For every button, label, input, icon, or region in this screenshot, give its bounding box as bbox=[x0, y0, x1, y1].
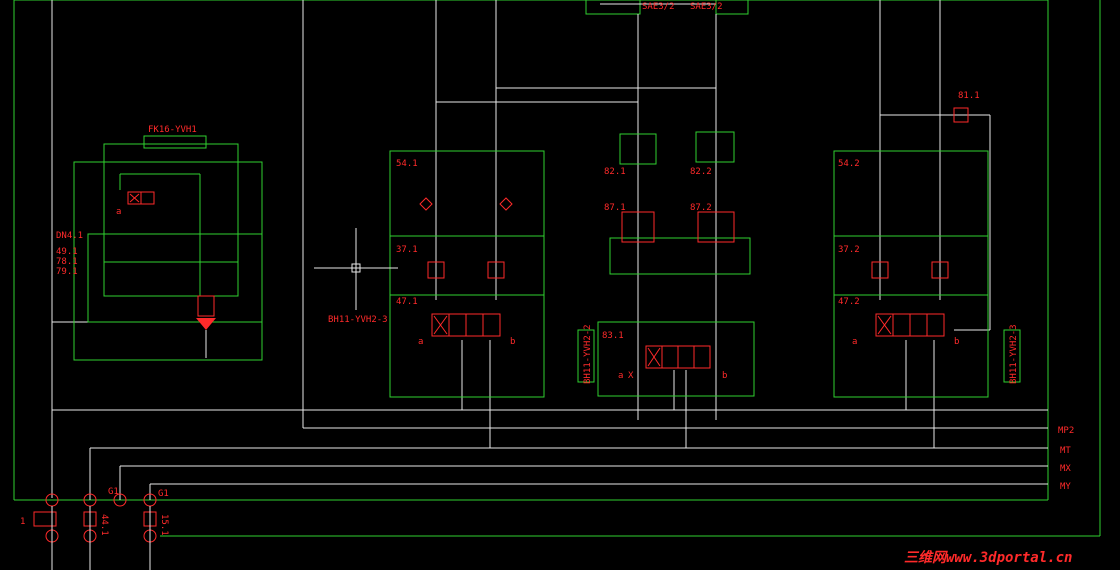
label-791: 79.1 bbox=[56, 267, 78, 277]
label-822: 82.2 bbox=[690, 167, 712, 177]
label-a2: a bbox=[618, 371, 623, 381]
label-491: 49.1 bbox=[56, 247, 78, 257]
label-372: 37.2 bbox=[838, 245, 860, 255]
label-472: 47.2 bbox=[838, 297, 860, 307]
label-151: 15.1 bbox=[159, 514, 169, 536]
label-fk16: FK16-YVH1 bbox=[148, 125, 197, 135]
label-811: 81.1 bbox=[958, 91, 980, 101]
label-sae2: SAE3/2 bbox=[690, 2, 723, 12]
label-x1: X bbox=[628, 371, 634, 381]
pipelines-vertical bbox=[51, 0, 941, 498]
label-871: 87.1 bbox=[604, 203, 626, 213]
label-b1: b bbox=[510, 337, 515, 347]
label-bh11-mid: BH11-YVH2-2 bbox=[583, 324, 593, 384]
left-control-block bbox=[73, 135, 263, 361]
bottom-components bbox=[33, 493, 157, 570]
label-541: 54.1 bbox=[396, 159, 418, 169]
label-441: 44.1 bbox=[99, 514, 109, 536]
label-872: 87.2 bbox=[690, 203, 712, 213]
valve-box-1 bbox=[389, 150, 545, 398]
label-bh11-left: BH11-YVH2-3 bbox=[328, 315, 388, 325]
label-g1-b: G1 bbox=[158, 489, 169, 499]
label-b3: b bbox=[954, 337, 959, 347]
label-dn41: DN4.1 bbox=[56, 231, 83, 241]
port-mt: MT bbox=[1060, 446, 1071, 456]
port-mx: MX bbox=[1060, 464, 1071, 474]
label-g1-a: G1 bbox=[108, 487, 119, 497]
label-371: 37.1 bbox=[396, 245, 418, 255]
watermark: 三维网www.3dportal.cn bbox=[904, 549, 1072, 566]
crosshair bbox=[314, 228, 398, 310]
valve-box-2 bbox=[833, 107, 1021, 398]
label-b2: b bbox=[722, 371, 727, 381]
valve-box-middle bbox=[577, 131, 755, 397]
pipelines-horizontal bbox=[52, 87, 1048, 500]
label-821: 82.1 bbox=[604, 167, 626, 177]
top-ports bbox=[585, 0, 749, 15]
label-a1: a bbox=[418, 337, 423, 347]
label-542: 54.2 bbox=[838, 159, 860, 169]
label-sae1: SAE3/2 bbox=[642, 2, 675, 12]
label-1: 1 bbox=[20, 517, 25, 527]
label-a4: a bbox=[116, 207, 121, 217]
label-831: 83.1 bbox=[602, 331, 624, 341]
port-mp2: MP2 bbox=[1058, 426, 1074, 436]
port-my: MY bbox=[1060, 482, 1071, 492]
label-a3: a bbox=[852, 337, 857, 347]
label-bh11-right: BH11-YVH2-3 bbox=[1009, 324, 1019, 384]
label-471: 47.1 bbox=[396, 297, 418, 307]
label-781: 78.1 bbox=[56, 257, 78, 267]
frame bbox=[13, 0, 1101, 537]
